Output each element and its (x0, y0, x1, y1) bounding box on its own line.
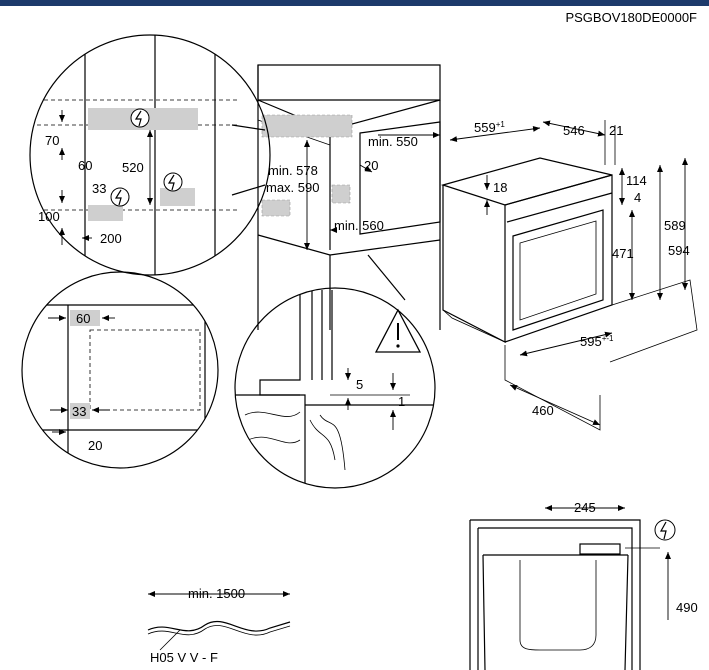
dim-33b: 33 (72, 404, 86, 419)
dim-21: 21 (609, 123, 623, 138)
dim-max590: max. 590 (266, 180, 319, 195)
dim-min1500: min. 1500 (188, 586, 245, 601)
dim-520: 520 (122, 160, 144, 175)
oven-back-view (469, 519, 660, 670)
dim-595: 595+-1 (580, 334, 614, 349)
dim-line-595 (519, 331, 613, 357)
dim-min550: min. 550 (368, 134, 418, 149)
dim-33a: 33 (92, 181, 106, 196)
dim-4: 4 (634, 190, 641, 205)
dim-line-546 (542, 120, 606, 137)
dim-line-460 (509, 384, 601, 426)
detail-circle-2 (21, 271, 219, 469)
electric-connection-icon (130, 108, 150, 128)
cabinet-drawing (257, 64, 441, 330)
electric-connection-icon (654, 519, 676, 541)
dim-594: 594 (668, 243, 690, 258)
electric-connection-icon (163, 172, 183, 192)
dim-20b: 20 (88, 438, 102, 453)
warning-triangle-icon (374, 308, 422, 353)
top-accent-bar (0, 0, 709, 6)
dim-70: 70 (45, 133, 59, 148)
dim-min578: min. 578 (268, 163, 318, 178)
dim-490: 490 (676, 600, 698, 615)
cable-type: H05 V V - F (150, 650, 218, 665)
dim-114: 114 (626, 173, 647, 188)
detail-circle-1 (29, 34, 271, 276)
dim-20a: 20 (364, 158, 378, 173)
dim-200: 200 (100, 231, 122, 246)
dim-5: 5 (356, 377, 363, 392)
dim-546: 546 (563, 123, 585, 138)
detail-circle-3 (234, 287, 436, 489)
dim-559: 559+1 (474, 120, 505, 135)
dim-min560: min. 560 (334, 218, 384, 233)
dim-60b: 60 (76, 311, 90, 326)
dim-460: 460 (532, 403, 554, 418)
dim-245: 245 (574, 500, 596, 515)
dim-589: 589 (664, 218, 686, 233)
dim-line-559 (449, 125, 541, 143)
dim-1: 1 (398, 394, 405, 409)
product-code: PSGBOV180DE0000F (565, 10, 697, 25)
dim-60a: 60 (78, 158, 92, 173)
power-cable-drawing (147, 591, 291, 651)
oven-drawing (440, 157, 613, 343)
dim-471: 471 (612, 246, 634, 261)
dim-100: 100 (38, 209, 60, 224)
dim-line-20a (359, 164, 373, 173)
dim-18: 18 (493, 180, 507, 195)
electric-connection-icon (110, 187, 130, 207)
